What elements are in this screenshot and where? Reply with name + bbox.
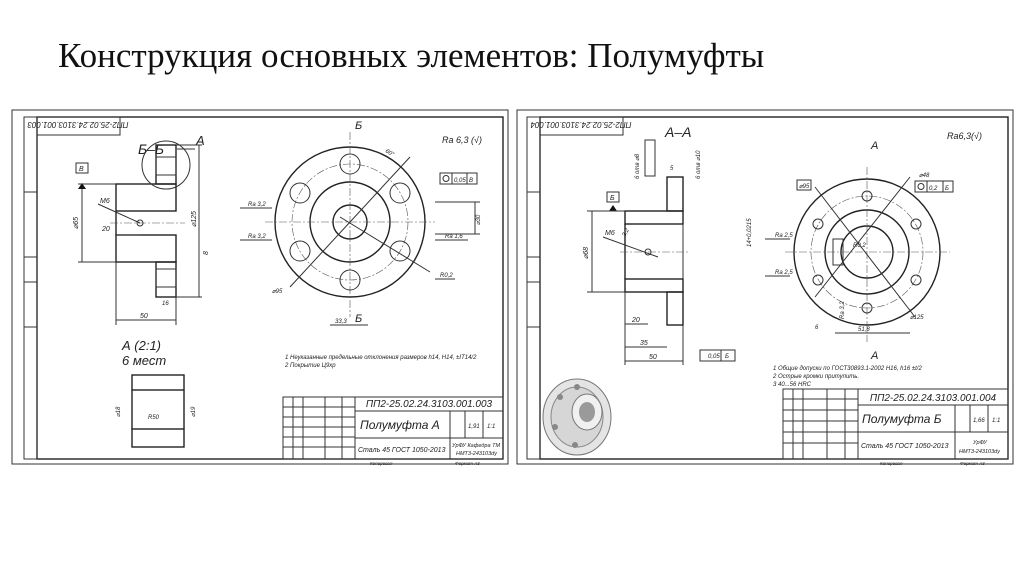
detail-dim: R50 [148, 415, 160, 421]
material: Сталь 45 ГОСТ 1050-2013 [861, 443, 949, 450]
part-name: Полумуфта А [360, 418, 440, 432]
dim-radius: R0,2 [853, 243, 866, 249]
dim-outer: ⌀125 [191, 211, 198, 227]
roughness-mark: Ra 3,2 [248, 202, 266, 208]
copied-label: Копировал [370, 461, 393, 466]
roughness-mark: Ra 1,6 [445, 234, 463, 240]
dim-6: 6 [815, 325, 819, 331]
organization: УрФУ [972, 440, 987, 446]
dim-hub: ⌀68 [583, 247, 590, 259]
roughness-mark: Ra 3,2 [248, 234, 266, 240]
dim-16: 16 [162, 301, 169, 307]
dim-key-depth: 51,8 [858, 327, 870, 333]
dim-hub-bore: ⌀48 [919, 173, 930, 179]
dim-holes-b: 6 отв ⌀10 [696, 150, 702, 179]
note: 2 Покрытие Ц9хр [284, 363, 336, 369]
runout-datum: Б [725, 354, 729, 360]
roughness-general: Ra 6,3 (√) [442, 135, 482, 145]
dim-hub: ⌀65 [73, 217, 80, 229]
detail-label: А (2:1) [121, 338, 161, 353]
section-label: Б–Б [138, 141, 164, 157]
dim-holes-a: 6 отв ⌀8 [635, 153, 641, 179]
dim-outer: ⌀125 [910, 315, 924, 321]
dim-thread: M6 [605, 230, 615, 237]
detail-dim: ⌀18 [116, 406, 122, 417]
slide-title: Конструкция основных элементов: Полумуфт… [58, 36, 765, 75]
roughness-mark: Ra 2,5 [775, 270, 793, 276]
tolerance-value: 0,05 [454, 178, 466, 184]
cut-mark-bottom: А [870, 350, 878, 362]
scale: 1:1 [992, 418, 1000, 424]
dim-bolt-circle: ⌀95 [799, 184, 810, 190]
dim-bore: ⌀30 [476, 214, 482, 225]
cut-mark-top: А [870, 140, 878, 152]
tolerance-value: 0,2 [929, 186, 938, 192]
organization: УрФУ Кафедра ТМ [451, 443, 501, 449]
detail-marker: А [195, 133, 205, 148]
doc-code: ПП2-25.02.24.3103.001.003 [366, 399, 493, 410]
dim-thread: M6 [100, 198, 110, 205]
note: 1 Неуказанные предельные отклонения разм… [285, 355, 477, 361]
dim-bolt-circle: ⌀95 [272, 289, 283, 295]
dim-5: 5 [670, 166, 674, 172]
note: 2 Острые кромки притупить. [772, 374, 859, 380]
cut-mark-top: Б [355, 120, 362, 132]
dim-20: 20 [631, 317, 640, 324]
tolerance-datum: В [469, 178, 473, 184]
dim-20: 20 [101, 226, 110, 233]
dim-35: 35 [640, 340, 648, 347]
dim-8: 8 [203, 251, 210, 255]
part-name: Полумуфта Б [862, 412, 942, 426]
note: 1 Общие допуски по ГОСТ30893.1-2002 H16,… [773, 366, 922, 372]
tolerance-datum: Б [945, 186, 949, 192]
group: НМТ3-243103dу [456, 451, 498, 457]
dim-50: 50 [140, 313, 148, 320]
roughness-key: Ra 3,2 [840, 301, 846, 319]
note: 3 40...56 HRC [773, 382, 812, 388]
dim-radius: R0,2 [440, 273, 453, 279]
scale: 1:1 [487, 424, 495, 430]
datum-label: В [79, 166, 84, 173]
title-block: ПП2-25.02.24.3103.001.004 Полумуфта Б Ст… [782, 388, 1009, 466]
dim-50: 50 [649, 354, 657, 361]
drawing-polumufta-a: ПП2-25.02.24.3103.001.003 Б–Б А В ⌀65 M6… [10, 107, 510, 467]
roughness-general: Ra6,3(√) [947, 131, 982, 141]
mass: 1,66 [973, 418, 985, 424]
rotated-code: ПП2-25.02.24.3103.001.003 [27, 120, 129, 129]
format-label: Формат А3 [455, 461, 480, 466]
section-label: А–А [664, 124, 691, 140]
material: Сталь 45 ГОСТ 1050-2013 [358, 447, 446, 454]
datum-label: Б [610, 195, 615, 202]
runout-value: 0,05 [708, 354, 720, 360]
mass: 1,91 [468, 424, 480, 430]
isometric-part-image [542, 378, 612, 456]
dim-chamfer: 3,2 [622, 227, 632, 238]
copied-label: Копировал [880, 461, 903, 466]
rotated-code: ПП2-25.02.24.3103.001.004 [530, 120, 632, 129]
roughness-mark: Ra 2,5 [775, 233, 793, 239]
title-block: ПП2-25.02.24.3103.001.003 Полумуфта А Ст… [282, 396, 504, 466]
doc-code: ПП2-25.02.24.3103.001.004 [870, 393, 997, 404]
drawing-polumufta-b: ПП2-25.02.24.3103.001.004 А–А M6 3,2 Б ⌀… [515, 107, 1015, 467]
dim-key-depth: 33,3 [335, 319, 347, 325]
dim-keyway: 14+0,0215 [747, 218, 753, 247]
detail-count: 6 мест [122, 353, 166, 368]
detail-dim: ⌀19 [191, 406, 197, 417]
dim-angle: 60° [384, 149, 395, 159]
group: НМТ3-243103dу [959, 449, 1001, 455]
format-label: Формат А3 [960, 461, 985, 466]
cut-mark-bottom: Б [355, 313, 362, 325]
